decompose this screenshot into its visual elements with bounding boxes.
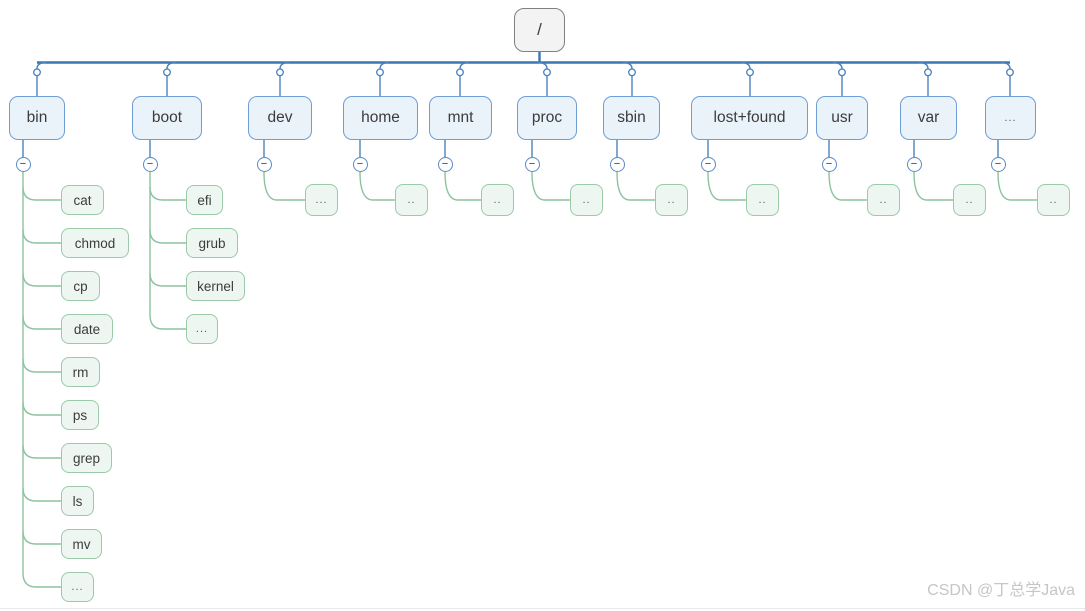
file-node-grub[interactable]: grub <box>186 228 238 258</box>
collapse-button-dev[interactable]: − <box>256 157 272 172</box>
bin-branch-lines <box>22 172 61 588</box>
boot-branch-lines <box>149 172 186 330</box>
single-leaf-lines <box>263 171 1037 201</box>
leaf-node-usr-more[interactable]: .. <box>867 184 900 216</box>
file-node-kernel[interactable]: kernel <box>186 271 245 301</box>
file-node-ls[interactable]: ls <box>61 486 94 516</box>
leaf-node-lost-found-more[interactable]: .. <box>746 184 779 216</box>
collapse-button-usr[interactable]: − <box>821 157 837 172</box>
collapse-button-proc[interactable]: − <box>524 157 540 172</box>
collapse-button-more[interactable]: − <box>990 157 1006 172</box>
file-node-rm[interactable]: rm <box>61 357 100 387</box>
watermark-text: CSDN @丁总学Java <box>927 582 1075 599</box>
dir-node-more[interactable]: ... <box>985 96 1036 140</box>
collapse-button-home[interactable]: − <box>352 157 368 172</box>
file-node-chmod[interactable]: chmod <box>61 228 129 258</box>
spine-hooks <box>36 61 1011 70</box>
leaf-node-more-more[interactable]: .. <box>1037 184 1070 216</box>
collapse-button-sbin[interactable]: − <box>609 157 625 172</box>
file-node-bin-more[interactable]: ... <box>61 572 94 602</box>
collapse-button-bin[interactable]: − <box>15 157 31 172</box>
file-node-ps[interactable]: ps <box>61 400 99 430</box>
root-node[interactable]: / <box>514 8 565 52</box>
leaf-node-proc-more[interactable]: .. <box>570 184 603 216</box>
leaf-node-mnt-more[interactable]: .. <box>481 184 514 216</box>
file-node-grep[interactable]: grep <box>61 443 112 473</box>
collapse-button-boot[interactable]: − <box>142 157 158 172</box>
node-top-stems <box>36 75 1011 96</box>
dir-node-lost-found[interactable]: lost+found <box>691 96 808 140</box>
node-bottom-stems <box>22 140 999 157</box>
collapse-button-mnt[interactable]: − <box>437 157 453 172</box>
file-node-date[interactable]: date <box>61 314 113 344</box>
leaf-node-dev-more[interactable]: ... <box>305 184 338 216</box>
collapse-button-lost-found[interactable]: − <box>700 157 716 172</box>
dir-node-var[interactable]: var <box>900 96 957 140</box>
file-node-cat[interactable]: cat <box>61 185 104 215</box>
collapse-button-var[interactable]: − <box>906 157 922 172</box>
bottom-divider <box>0 608 1085 609</box>
dir-node-bin[interactable]: bin <box>9 96 65 140</box>
dir-node-mnt[interactable]: mnt <box>429 96 492 140</box>
file-node-cp[interactable]: cp <box>61 271 100 301</box>
branch-point-circles <box>33 68 1014 77</box>
dir-node-dev[interactable]: dev <box>248 96 312 140</box>
green-connectors <box>22 171 1037 588</box>
leaf-node-sbin-more[interactable]: .. <box>655 184 688 216</box>
dir-node-proc[interactable]: proc <box>517 96 577 140</box>
dir-node-home[interactable]: home <box>343 96 418 140</box>
file-node-boot-more[interactable]: ... <box>186 314 218 344</box>
dir-node-boot[interactable]: boot <box>132 96 202 140</box>
leaf-node-home-more[interactable]: .. <box>395 184 428 216</box>
dir-node-sbin[interactable]: sbin <box>603 96 660 140</box>
dir-node-usr[interactable]: usr <box>816 96 868 140</box>
leaf-node-var-more[interactable]: .. <box>953 184 986 216</box>
file-node-mv[interactable]: mv <box>61 529 102 559</box>
file-node-efi[interactable]: efi <box>186 185 223 215</box>
